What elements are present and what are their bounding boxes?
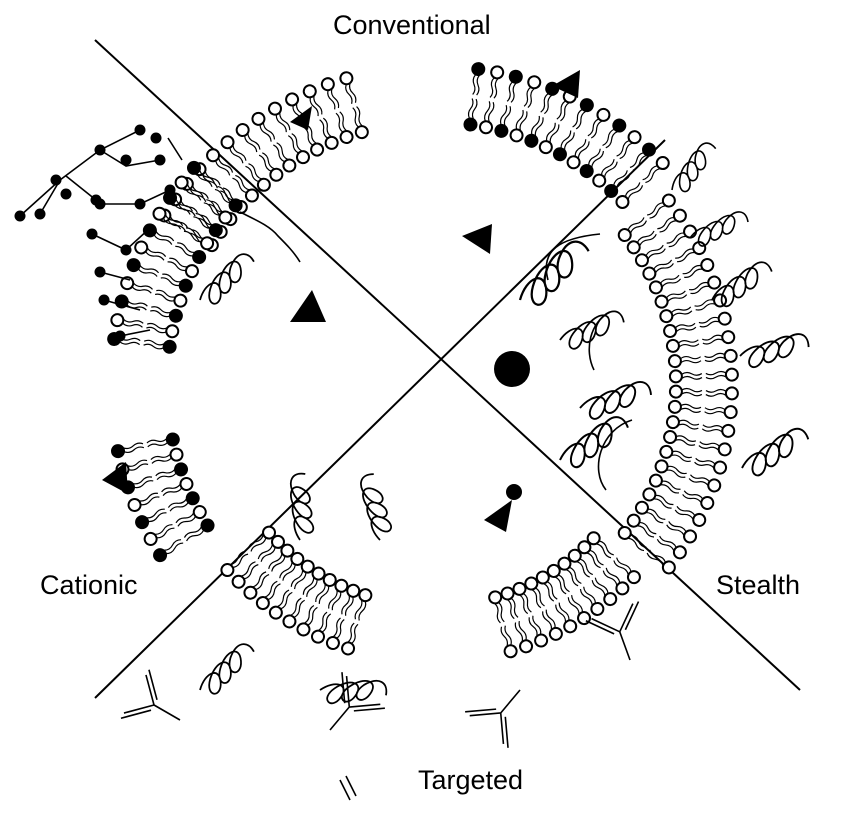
bilayer-conventional-left [156,71,369,254]
stealth-drug-circle [494,351,530,387]
label-targeted: Targeted [418,765,523,796]
label-conventional: Conventional [333,10,491,41]
divider-line-a [95,40,800,690]
bilayer-targeted-left [219,524,373,656]
bilayer-targeted-right [488,530,643,659]
targeted-ligands [121,470,656,800]
label-cationic: Cationic [40,570,138,601]
bilayer-group [107,62,738,658]
bilayer-cationic-lower [111,432,216,563]
label-stealth: Stealth [716,570,800,601]
